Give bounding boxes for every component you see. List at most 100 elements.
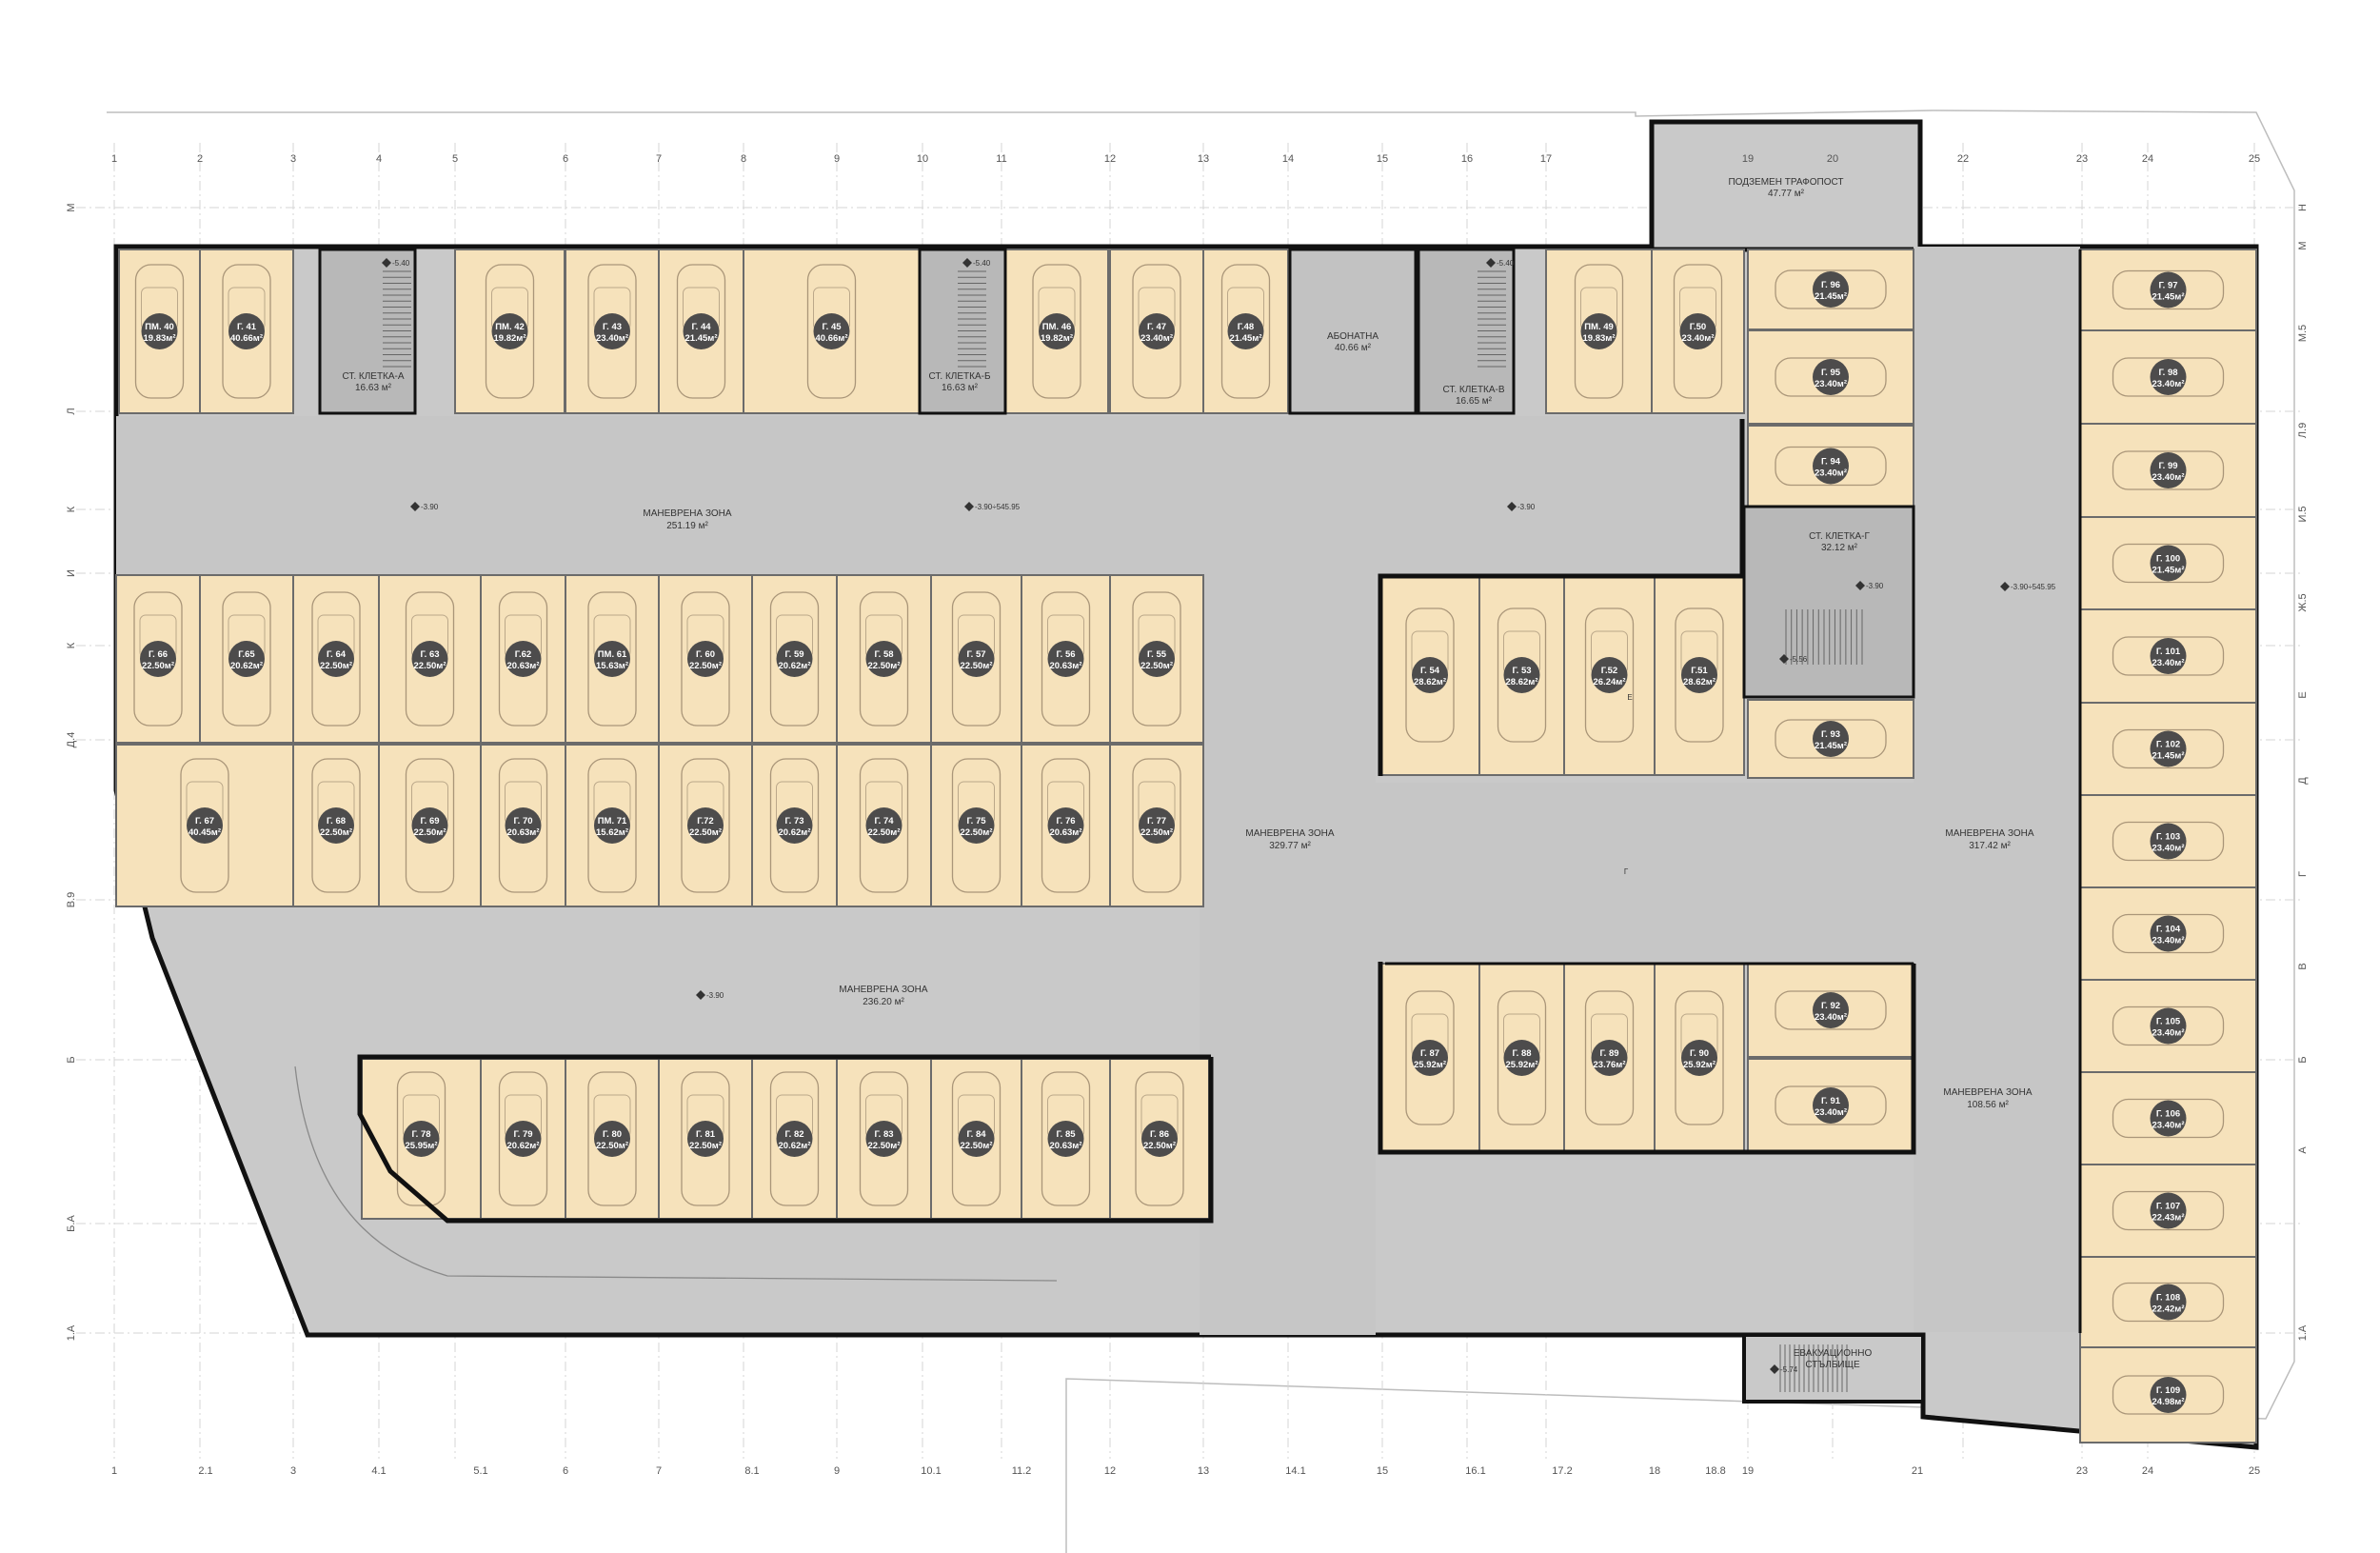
space-badge [1580, 313, 1617, 349]
car-icon [587, 758, 637, 893]
space-badge [687, 1121, 724, 1157]
car-icon [133, 591, 183, 727]
grid-label-left: М [66, 203, 77, 211]
space-area: 20.62м² [779, 1141, 811, 1151]
space-area: 22.42м² [2152, 1304, 2185, 1315]
space-id: Г. 86 [1150, 1129, 1169, 1140]
space-area: 22.50м² [414, 661, 446, 671]
space-id: Г. 78 [411, 1129, 430, 1140]
space-area: 22.50м² [868, 661, 901, 671]
room-title: СТ. КЛЕТКА-Б [929, 371, 991, 382]
space-id: Г. 92 [1821, 1001, 1840, 1011]
space-area: 23.40м² [1815, 1107, 1847, 1118]
space-id: Г. 63 [420, 649, 439, 660]
space-id: Г. 109 [2156, 1385, 2180, 1396]
space-id: Г. 47 [1147, 322, 1166, 332]
space-area: 23.40м² [2152, 844, 2185, 854]
car-icon [1775, 990, 1887, 1030]
space-area: 28.62м² [1414, 677, 1446, 687]
space-area: 22.50м² [868, 1141, 901, 1151]
grid-label-bottom: 13 [1198, 1465, 1209, 1477]
level-marker: -5.74 [1780, 1365, 1798, 1374]
space-id: Г. 58 [874, 649, 893, 660]
grid-label-right: М.5 [2297, 325, 2309, 342]
zone-title: МАНЕВРЕНА ЗОНА [1945, 828, 2033, 839]
grid-label-top: 3 [290, 153, 296, 165]
space-area: 40.66м² [230, 333, 263, 344]
space-id: Г. 98 [2158, 368, 2177, 378]
car-icon [769, 758, 820, 893]
space-badge [2150, 1284, 2187, 1321]
space-id: Г. 85 [1056, 1129, 1076, 1140]
grid-label-left: 1.А [66, 1324, 77, 1341]
car-icon [1041, 591, 1091, 727]
space-id: Г. 41 [237, 322, 257, 332]
space-badge [1047, 1121, 1084, 1157]
space-id: ПМ. 40 [145, 322, 174, 332]
level-marker: -3.90 [1517, 503, 1536, 511]
zone-title: МАНЕВРЕНА ЗОНА [1943, 1087, 2032, 1098]
space-area: 22.50м² [320, 827, 352, 838]
space-badge [411, 807, 448, 844]
space-badge [1412, 1040, 1448, 1076]
grid-label-bottom: 10.1 [921, 1465, 941, 1477]
space-id: Г. 80 [603, 1129, 622, 1140]
space-area: 20.63м² [507, 661, 540, 671]
car-icon [498, 591, 548, 727]
space-id: Г. 89 [1599, 1048, 1618, 1059]
space-id: Г. 59 [784, 649, 803, 660]
space-badge [2150, 271, 2187, 309]
space-id: Г. 100 [2156, 554, 2180, 565]
space-id: Г. 60 [696, 649, 715, 660]
space-area: 25.92м² [1414, 1060, 1446, 1070]
grid-label-top: 2 [197, 153, 203, 165]
grid-label-bottom: 25 [2249, 1465, 2260, 1477]
grid-label-left: К [66, 642, 77, 648]
room-title: ЕВАКУАЦИОННО [1794, 1348, 1873, 1359]
grid-label-top: 10 [917, 153, 928, 165]
level-marker-icon [382, 258, 391, 268]
grid-label-top: 7 [656, 153, 662, 165]
space-badge [1681, 1040, 1717, 1076]
space-badge [958, 641, 995, 677]
space-badge [228, 641, 265, 677]
car-icon [2112, 636, 2225, 676]
space-badge [228, 313, 265, 349]
space-id: Г. 91 [1821, 1096, 1841, 1106]
car-icon [485, 264, 535, 399]
space-id: Г. 81 [696, 1129, 716, 1140]
space-id: Г. 45 [822, 322, 842, 332]
level-marker: -5.40 [1497, 259, 1515, 268]
car-icon [1405, 607, 1455, 743]
level-marker-icon [1855, 581, 1865, 590]
space-badge [1047, 807, 1084, 844]
grid-label-top: 13 [1198, 153, 1209, 165]
grid-label-bottom: 7 [656, 1465, 662, 1477]
space-id: Г. 90 [1690, 1048, 1709, 1059]
level-marker-icon [964, 502, 974, 511]
room-area: СТЪЛБИЩЕ [1805, 1360, 1860, 1370]
car-icon [134, 264, 185, 399]
space-area: 23.40м² [1682, 333, 1715, 344]
space-badge [594, 313, 630, 349]
space-id: Г.50 [1690, 322, 1706, 332]
space-id: Г. 97 [2158, 281, 2177, 291]
car-icon [2112, 821, 2225, 862]
space-id: Г. 104 [2156, 925, 2181, 935]
space-badge [1813, 992, 1849, 1028]
space-id: Г. 55 [1147, 649, 1167, 660]
